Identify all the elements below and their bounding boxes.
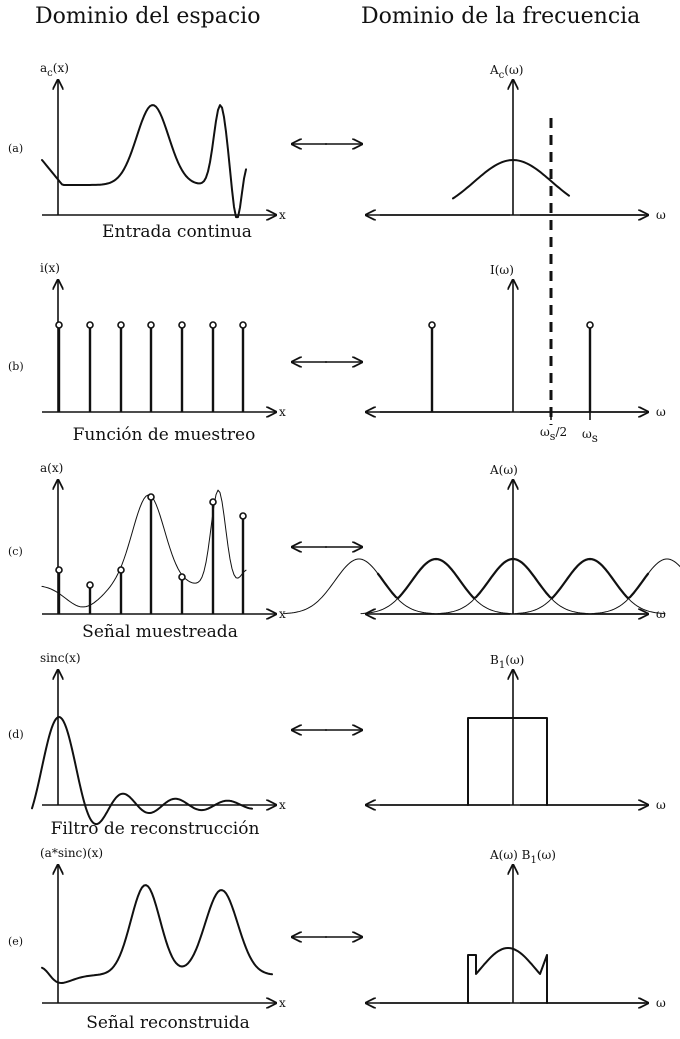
sample-impulse-tip-2 [117,321,125,329]
caption-2: Señal muestreada [82,622,238,642]
omega-label-2: ω [656,607,666,621]
right-ylabel-4: A(ω) B1(ω) [489,848,556,866]
right-ylabel-2: A(ω) [489,463,518,477]
sample-impulse-tip-3 [147,321,155,329]
left-ylabel-1: i(x) [40,261,60,275]
sampled-impulse-tip-3 [147,493,155,501]
ws-label: ωs [582,427,598,445]
caption-0: Entrada continua [102,222,252,242]
right-ylabel-0: Ac(ω) [489,63,523,81]
reconstructed-curve [41,884,273,984]
sample-impulse-tip-0 [55,321,63,329]
replica-spectrum-0 [283,558,435,615]
left-x-axis-label-0: x [279,208,286,222]
left-x-axis-label-4: x [279,996,286,1010]
omega-label-3: ω [656,798,666,812]
caption-1: Función de muestreo [73,425,256,445]
sampled-underlying-curve [41,489,247,608]
sample-impulse-tip-1 [86,321,94,329]
omega-label-0: ω [656,208,666,222]
sampled-impulse-tip-4 [178,573,186,581]
left-ylabel-0: ac(x) [40,61,69,79]
caption-4: Señal reconstruida [86,1013,250,1033]
reconstructed-spectrum [467,947,548,1004]
right-ylabel-1: I(ω) [490,263,514,277]
replica-spectrum-3 [514,558,666,615]
sinc-curve [31,716,253,826]
sampled-impulse-tip-0 [55,566,63,574]
sampled-impulse-tip-5 [209,498,217,506]
row-label-1: (b) [8,360,24,373]
sampled-impulse-tip-1 [86,581,94,589]
row-label-2: (c) [8,545,23,558]
sample-impulse-tip-6 [239,321,247,329]
sampled-impulse-tip-6 [239,512,247,520]
sample-impulse-tip-5 [209,321,217,329]
row-label-3: (d) [8,728,24,741]
left-x-axis-label-1: x [279,405,286,419]
omega-label-4: ω [656,996,666,1010]
replica-spectrum-1 [360,558,512,615]
row-label-4: (e) [8,935,23,948]
spectrum-impulse-neg-tip [428,321,436,329]
omega-label-1: ω [656,405,666,419]
sample-impulse-tip-4 [178,321,186,329]
replica-spectrum-4 [591,558,680,615]
header-space-domain: Dominio del espacio [35,4,261,29]
left-ylabel-4: (a*sinc)(x) [40,846,103,860]
row-label-0: (a) [8,142,23,155]
continuous-input-curve [41,104,247,219]
left-ylabel-2: a(x) [40,461,63,475]
ws-half-label: ωs/2 [540,425,567,443]
caption-3: Filtro de reconstrucción [51,819,260,839]
sampled-impulse-tip-2 [117,566,125,574]
spectrum-impulse-pos-tip [586,321,594,329]
left-x-axis-label-2: x [279,607,286,621]
left-x-axis-label-3: x [279,798,286,812]
right-ylabel-3: B1(ω) [490,653,524,671]
header-frequency-domain: Dominio de la frecuencia [361,4,641,29]
input-spectrum-curve [452,159,570,200]
aliased-spectrum-envelope [376,557,650,600]
left-ylabel-3: sinc(x) [40,651,81,665]
box-filter-shape [467,717,548,806]
